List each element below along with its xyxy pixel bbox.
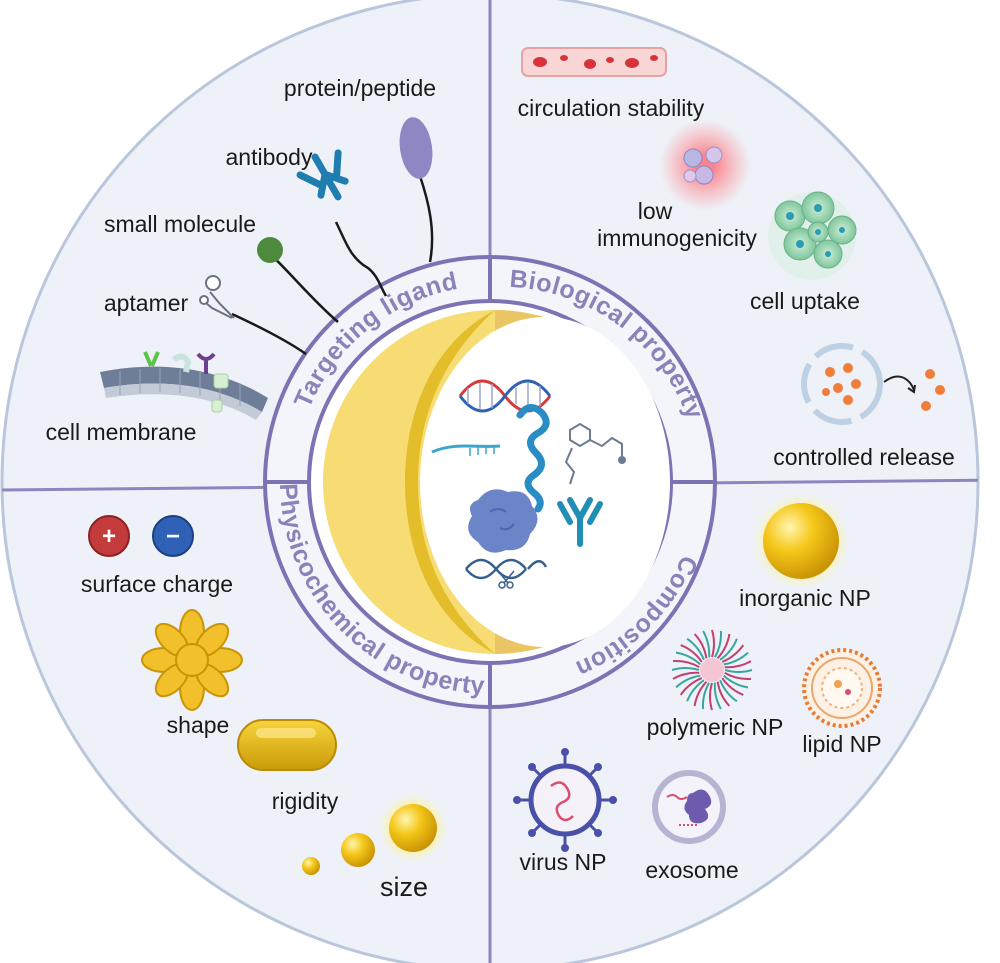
micelle-chain	[693, 681, 708, 707]
micelle-chain	[719, 679, 738, 703]
micelle-chain	[723, 651, 749, 666]
protein-blob-icon	[468, 489, 538, 553]
micelle-chain	[716, 633, 731, 659]
label-exosome: exosome	[645, 857, 738, 883]
label-inorganic-np: inorganic NP	[739, 585, 871, 611]
micelle-chain	[686, 679, 705, 702]
label-rigidity: rigidity	[272, 788, 339, 814]
label-surface-charge: surface charge	[81, 571, 233, 597]
sphere-particles-icon	[302, 794, 447, 875]
micelle-chain	[721, 644, 745, 663]
core-nanoparticle	[323, 310, 670, 654]
release-capsule-icon	[801, 343, 945, 425]
cell-cluster-icon	[768, 191, 857, 280]
exosome-icon	[652, 770, 726, 844]
label-polymeric-np: polymeric NP	[647, 714, 784, 740]
micelle-chain	[709, 682, 713, 711]
rna-strand-icon	[431, 444, 501, 456]
positive-charge-symbol: +	[102, 523, 116, 550]
micelle-chain	[679, 677, 703, 696]
micelle-chain	[716, 681, 731, 707]
antibody-cargo-icon	[557, 497, 603, 547]
label-controlled-release: controlled release	[773, 444, 955, 470]
micelle-chain	[672, 671, 700, 680]
rod-particle-icon	[237, 719, 337, 771]
label-lipid-np: lipid NP	[802, 731, 881, 757]
micelle-chain	[719, 638, 738, 661]
micelle-chain	[724, 672, 752, 681]
micelle-chain	[713, 682, 722, 710]
micelle-chain	[714, 630, 723, 658]
micelle-chain	[671, 667, 700, 671]
label-virus-np: virus NP	[520, 849, 607, 875]
label-immunogenicity: immunogenicity	[597, 225, 757, 251]
micelle-chain	[686, 637, 705, 661]
label-circulation-stability: circulation stability	[518, 95, 705, 121]
negative-charge-symbol: −	[166, 523, 180, 550]
small-molecule-icon	[257, 237, 283, 263]
micelle-chain	[672, 659, 700, 668]
micelle-chain	[680, 644, 703, 663]
label-protein-peptide: protein/peptide	[284, 75, 436, 101]
polymer-micelle-icon	[671, 629, 753, 711]
micelle-chain	[702, 630, 711, 658]
micelle-chain	[723, 674, 749, 689]
label-cell-membrane: cell membrane	[46, 419, 197, 445]
label-low: low	[638, 198, 673, 224]
label-small-molecule: small molecule	[104, 211, 256, 237]
micelle-chain	[701, 682, 710, 710]
antibody-icon	[296, 149, 349, 201]
star-shape-particle-icon	[141, 609, 243, 711]
aptamer-icon	[199, 275, 235, 319]
label-aptamer: aptamer	[104, 290, 189, 316]
label-cell-uptake: cell uptake	[750, 288, 860, 314]
micelle-chain	[711, 629, 715, 658]
peptide-chain-icon	[516, 404, 550, 513]
blood-vessel-icon	[521, 47, 667, 77]
micelle-chain	[693, 633, 708, 659]
oval-ligand-icon	[399, 117, 433, 179]
gold-sphere-icon	[753, 493, 849, 589]
micelle-chain	[724, 660, 752, 669]
label-size: size	[380, 872, 428, 902]
immune-cells-icon	[659, 119, 751, 211]
virus-particle-icon	[513, 748, 617, 852]
micelle-chain	[724, 669, 753, 673]
small-molecule-cargo-icon	[564, 422, 626, 485]
crispr-dna-icon	[465, 558, 548, 589]
liposome-icon	[802, 648, 882, 728]
micelle-chain	[675, 674, 701, 689]
charge-icons: + −	[88, 515, 194, 557]
label-shape: shape	[167, 712, 230, 738]
micelle-chain	[675, 651, 701, 666]
micelle-chain	[721, 677, 744, 696]
label-antibody: antibody	[226, 144, 313, 170]
cell-membrane-icon	[100, 351, 268, 420]
